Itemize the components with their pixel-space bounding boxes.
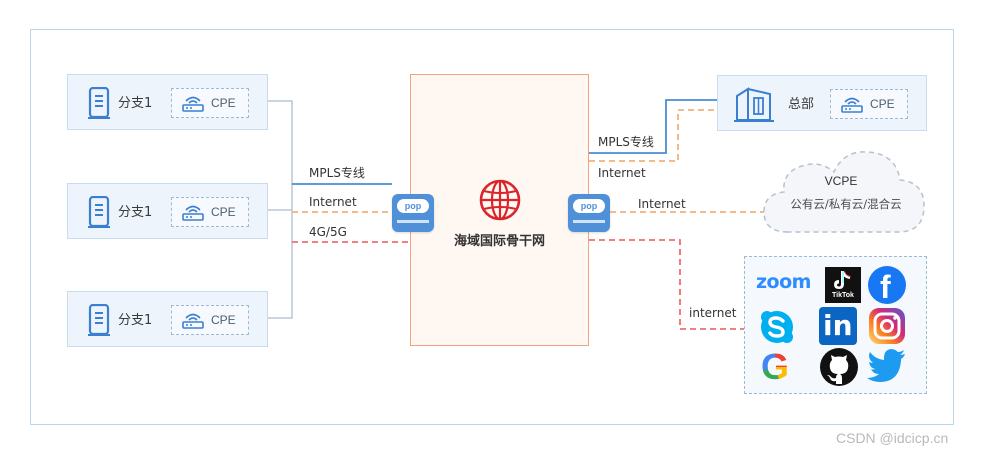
github-logo [820,348,858,386]
left-internet-label: Internet [309,195,357,209]
branch-label: 分支1 [118,96,153,111]
zoom-logo: zoom [756,271,811,293]
facebook-letter: f [880,269,891,305]
tiktok-note-icon [834,271,852,289]
tiktok-label: TikTok [832,292,854,299]
google-logo: G [759,346,799,388]
pop-label: pop [397,199,429,213]
left-cellular-label: 4G/5G [309,225,347,239]
globe-icon [479,179,521,221]
watermark: CSDN @idcicp.cn [836,430,949,446]
cpe-box: CPE [171,197,249,227]
branch-label: 分支1 [118,205,153,220]
pop-node-left: pop [392,194,434,232]
branch-box-2: 分支1 CPE [67,183,268,239]
server-icon [88,304,110,336]
pop-label: pop [573,199,605,213]
router-icon [182,205,204,221]
right-internet-hq-label: Internet [598,166,646,180]
hq-label: 总部 [788,97,815,112]
right-internet-hq-line [589,109,717,162]
router-icon [841,97,863,113]
pop-bar [397,220,429,223]
cloud-shape [763,151,925,233]
right-internet-apps-label: internet [689,306,737,320]
twitter-bird-logo [867,349,905,382]
cpe-box: CPE [830,89,908,119]
right-mpls-line [589,99,717,154]
cloud-title: VCPE [824,174,858,188]
instagram-logo [869,308,905,344]
building-icon [734,87,774,122]
backbone-label: 海域国际骨干网 [453,234,545,249]
tiktok-logo: TikTok [825,267,861,303]
pop-bar [573,220,605,223]
skype-logo [761,311,793,343]
hq-box: 总部 CPE [717,75,927,131]
server-icon [88,196,110,228]
cpe-label: CPE [870,97,895,111]
server-icon [88,87,110,119]
right-internet-apps-line [589,239,744,330]
cpe-box: CPE [171,305,249,335]
facebook-logo: f [868,266,906,305]
branch-box-3: 分支1 CPE [67,291,268,347]
pop-node-right: pop [568,194,610,232]
cpe-label: CPE [211,96,236,110]
cpe-label: CPE [211,313,236,327]
router-icon [182,96,204,112]
branch-label: 分支1 [118,313,153,328]
cpe-label: CPE [211,205,236,219]
apps-box: zoom TikTok f in [744,256,927,394]
google-letter: G [761,346,790,387]
branch-box-1: 分支1 CPE [67,74,268,130]
cloud-subtitle: 公有云/私有云/混合云 [790,197,902,211]
right-mpls-label: MPLS专线 [598,135,654,149]
backbone-box: 海域国际骨干网 [410,74,589,346]
linkedin-logo: in [819,307,857,345]
cpe-box: CPE [171,88,249,118]
right-internet-cloud-label: Internet [638,197,686,211]
linkedin-letters: in [823,309,853,342]
left-mpls-label: MPLS专线 [309,166,365,180]
router-icon [182,313,204,329]
